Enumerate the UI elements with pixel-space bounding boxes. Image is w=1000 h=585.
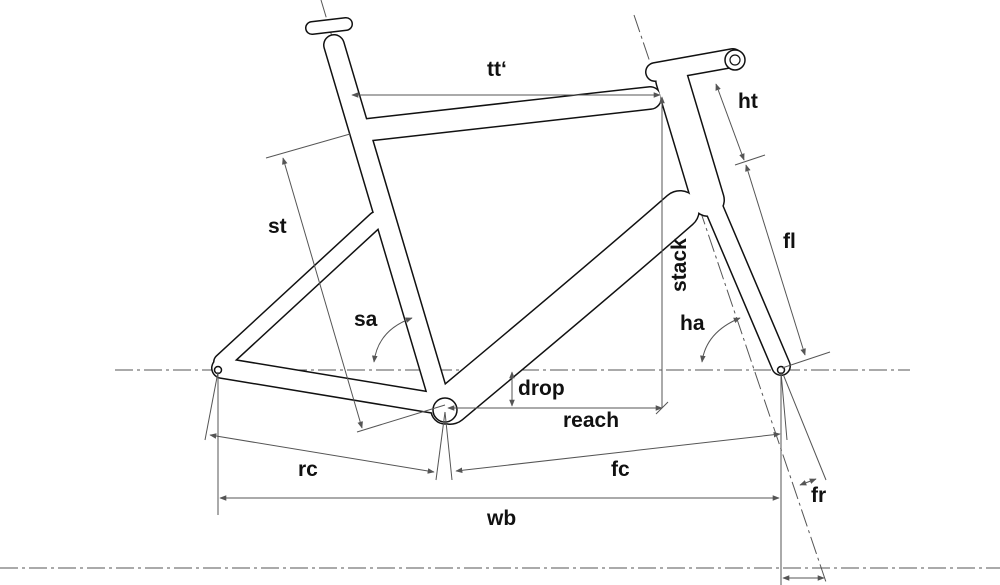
label-drop: drop	[518, 377, 565, 400]
label-sa: sa	[354, 308, 378, 331]
label-rc: rc	[298, 458, 318, 481]
dimension-labels: tt‘ ht st stack fl sa ha drop reach rc f…	[268, 58, 826, 530]
ht-dimension	[715, 83, 745, 161]
bike-frame	[211, 17, 791, 425]
rc-dimension	[209, 433, 435, 474]
label-wb: wb	[486, 507, 516, 530]
label-stack: stack	[668, 238, 691, 292]
fr-dimension	[799, 478, 817, 486]
label-fr: fr	[811, 484, 826, 507]
sa-arc	[372, 317, 413, 363]
label-ha: ha	[680, 312, 705, 335]
fc-dimension	[455, 431, 781, 474]
st-dimension	[282, 157, 363, 429]
fl-dimension	[745, 164, 806, 356]
bottom-bracket	[432, 397, 458, 423]
label-reach: reach	[563, 409, 619, 432]
label-st: st	[268, 215, 287, 238]
label-fl: fl	[783, 230, 796, 253]
label-tt: tt‘	[487, 58, 507, 81]
dimension-lines	[204, 83, 831, 585]
ha-arc	[700, 317, 741, 363]
label-ht: ht	[738, 90, 758, 113]
label-fc: fc	[611, 458, 630, 481]
